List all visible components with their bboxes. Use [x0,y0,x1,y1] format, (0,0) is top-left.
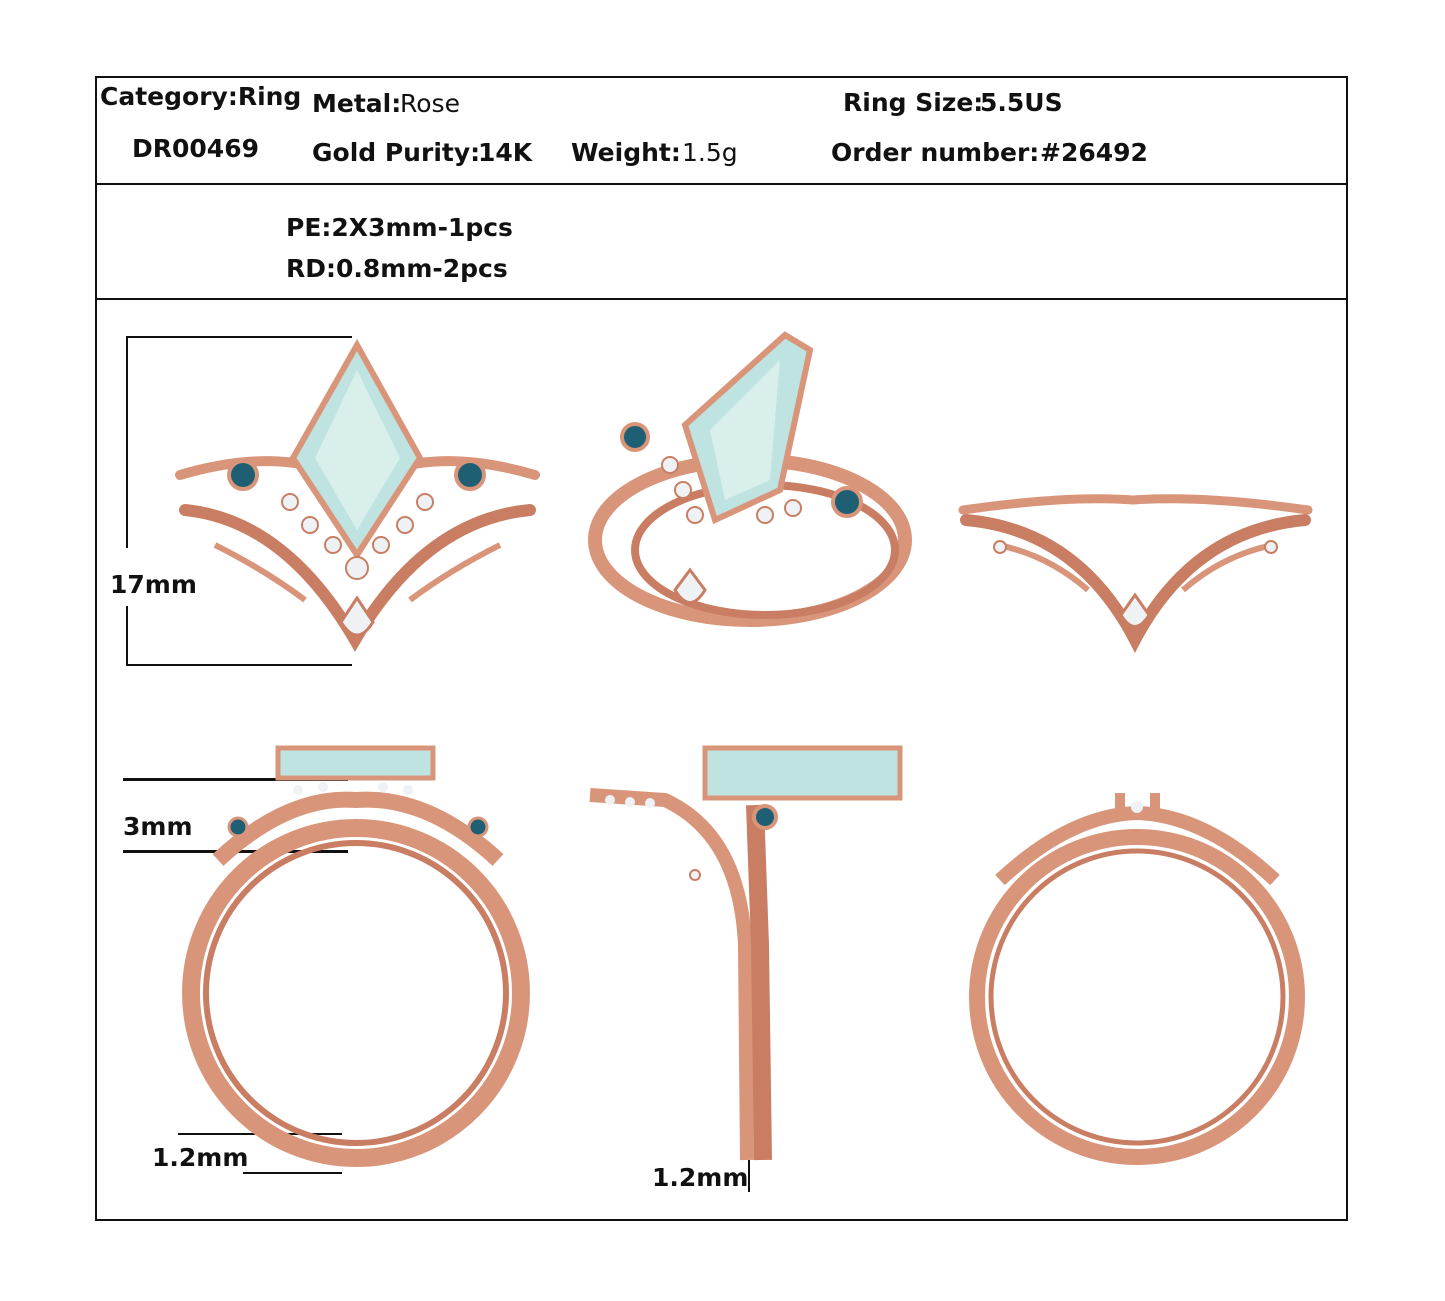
stones-divider [95,298,1348,300]
dim-17mm-top-line [126,336,352,338]
stone-spec-round: RD:0.8mm-2pcs [286,254,508,283]
band-round-view [969,793,1305,1165]
metal-label: Metal: [312,89,402,118]
ring-size-value: 5.5US [980,88,1063,117]
product-code: DR00469 [132,134,259,163]
header-divider [95,183,1348,185]
order-number-label: Order number: [831,138,1040,167]
ring-size-label: Ring Size: [843,88,984,117]
dim-17mm-vertical-upper [126,336,128,548]
spec-sheet-frame [95,76,1348,1221]
gold-purity-label: Gold Purity: [312,138,481,167]
dim-side-band-tick [748,1160,750,1192]
stone-spec-pear: PE:2X3mm-1pcs [286,213,513,242]
ring-perspective-view [588,331,912,627]
metal-value: Rose [400,89,460,118]
weight-value: 1.5g [682,138,738,167]
dim-17mm-bottom-line [126,664,352,666]
dim-front-band-label: 1.2mm [152,1143,249,1172]
dim-17mm-label: 17mm [110,570,197,599]
order-number-value: #26492 [1040,138,1148,167]
dim-3mm-label: 3mm [123,812,193,841]
dim-side-band-label: 1.2mm [652,1163,749,1192]
dim-3mm-top-line [123,778,348,781]
band-front-view [958,494,1313,653]
dim-front-band-bottom-line [243,1172,342,1174]
gold-purity-value: 14K [478,138,533,167]
category-text: Category:Ring [100,82,302,111]
ring-front-view [182,745,530,1167]
weight-label: Weight: [571,138,681,167]
dim-17mm-vertical-lower [126,606,128,666]
ring-side-view [589,745,903,1161]
ring-front-top-view [175,338,540,652]
